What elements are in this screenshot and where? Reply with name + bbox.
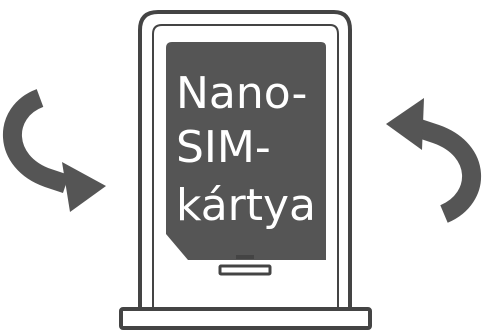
sim-tray-base xyxy=(119,307,372,330)
tray-slot xyxy=(218,264,272,276)
nano-sim-card xyxy=(166,42,326,260)
card-label-line-3: kártya xyxy=(176,180,316,231)
rotate-clockwise-arrow-icon xyxy=(3,89,106,212)
sim-tray-frame xyxy=(138,10,352,308)
card-label-line-1: Nano- xyxy=(176,68,307,119)
sim-tray-inner-guide xyxy=(152,24,339,308)
rotate-counterclockwise-arrow-icon xyxy=(386,98,481,223)
card-label-line-2: SIM- xyxy=(176,122,271,173)
